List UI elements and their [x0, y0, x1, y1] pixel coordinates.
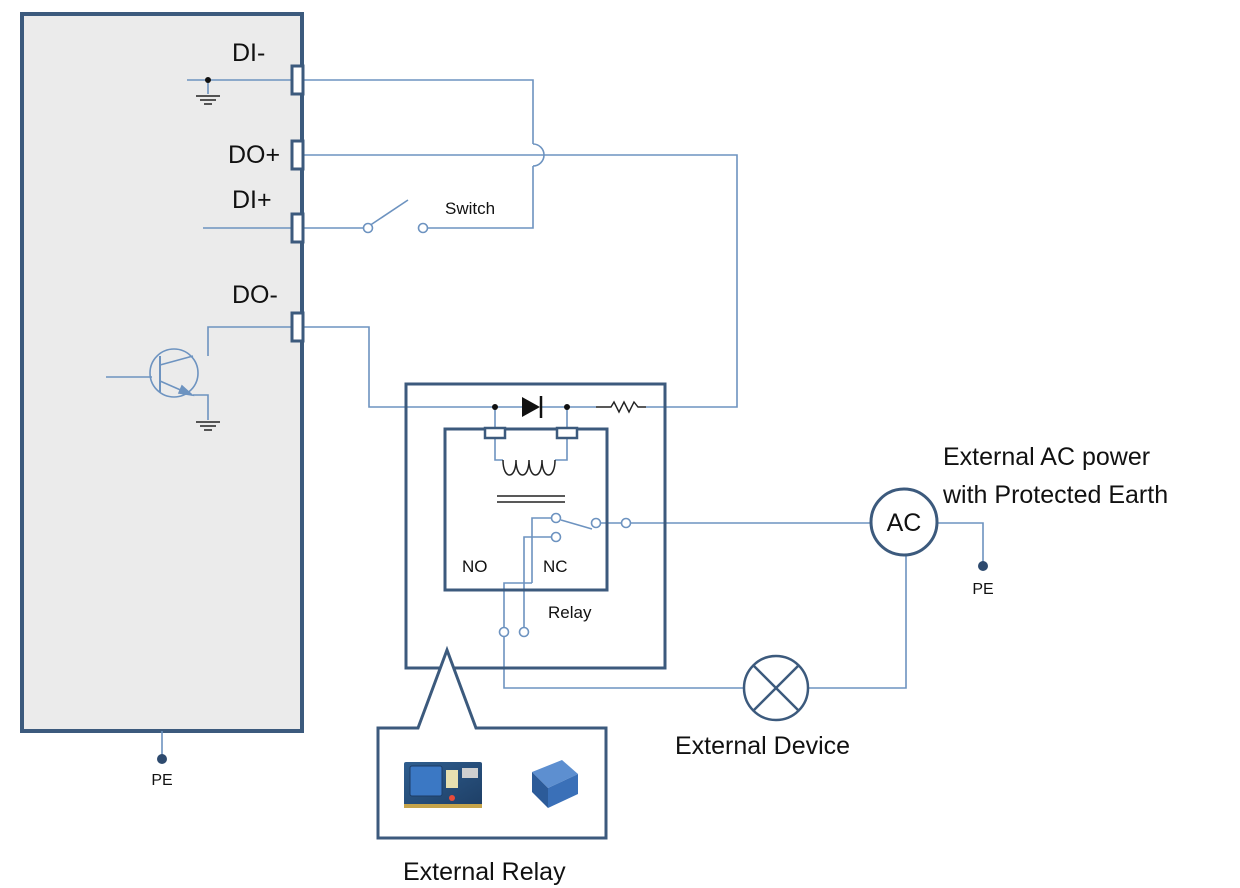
terminal-di-plus	[290, 212, 305, 244]
relay-inner	[443, 427, 609, 592]
terminal-di-minus	[290, 64, 305, 96]
wire-do-minus	[304, 326, 495, 408]
wire-di-minus	[304, 79, 534, 144]
switch-label: Switch	[445, 199, 495, 218]
transistor-icon	[149, 348, 199, 398]
external-relay-callout	[376, 645, 608, 840]
label-do-plus: DO+	[228, 141, 280, 169]
switch-icon	[362, 199, 429, 234]
ac-source-icon	[869, 487, 939, 557]
label-do-minus: DO-	[232, 281, 278, 309]
label-di-plus: DI+	[232, 186, 272, 214]
device-pe-label: PE	[151, 772, 172, 789]
relay-label: Relay	[548, 603, 592, 622]
external-relay-label: External Relay	[403, 858, 566, 886]
lamp-icon	[742, 654, 810, 722]
terminal-do-minus	[290, 311, 305, 343]
relay-module-image	[404, 762, 482, 808]
wires	[106, 79, 984, 689]
device-pe-ground	[157, 731, 167, 764]
label-di-minus: DI-	[232, 39, 265, 67]
resistor-icon	[596, 400, 646, 414]
ac-pe-ground	[978, 561, 988, 571]
wire-do-plus	[304, 154, 738, 408]
no-label: NO	[462, 557, 488, 576]
ac-title-line1: External AC power	[943, 443, 1150, 471]
relay-component-image	[532, 760, 578, 808]
relay-box	[404, 382, 667, 670]
ac-title-line2: with Protected Earth	[942, 481, 1168, 509]
coil-terminal-left	[483, 426, 507, 440]
coil-terminal-right	[555, 426, 579, 440]
device-body	[20, 12, 304, 733]
terminal-do-plus	[290, 139, 305, 171]
ground-icon	[196, 421, 220, 431]
ac-pe-label: PE	[972, 581, 993, 598]
coil-icon	[497, 459, 565, 503]
ground-icon	[196, 77, 220, 105]
device-terminals	[290, 64, 305, 343]
wire-di-minus-to-switch	[427, 166, 534, 229]
external-device-label: External Device	[675, 732, 850, 760]
nc-label: NC	[543, 557, 568, 576]
relay-contacts	[498, 512, 632, 638]
diode-icon	[492, 396, 570, 418]
ac-symbol: AC	[887, 509, 922, 537]
